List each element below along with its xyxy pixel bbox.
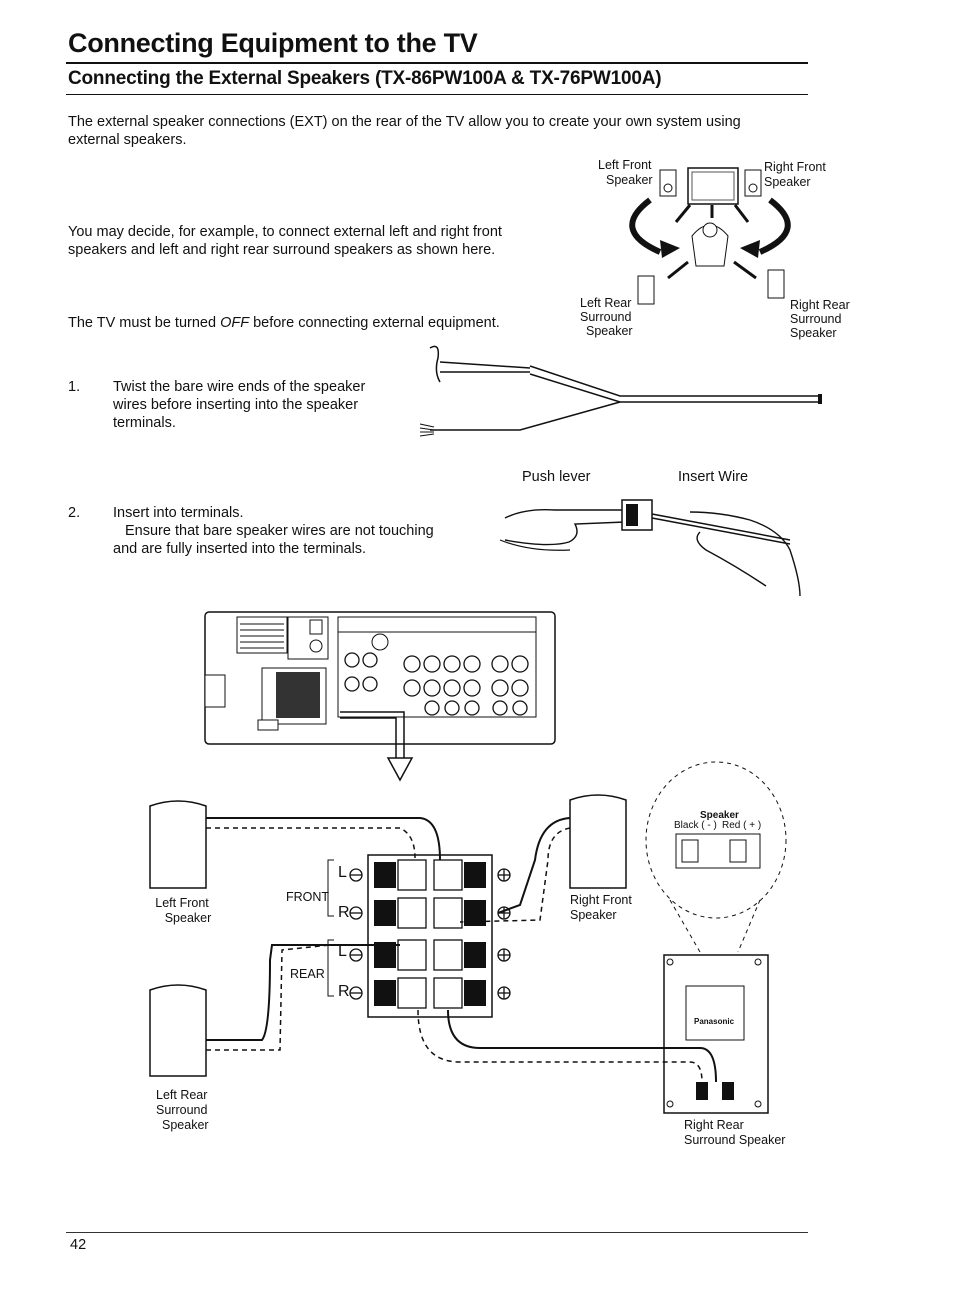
- wiring-right-rear-label: Right Rear Surround Speaker: [684, 1118, 786, 1147]
- push-lever-label: Push lever: [522, 469, 591, 485]
- intro-paragraph-1: The external speaker connections (EXT) o…: [68, 114, 741, 148]
- speaker-brand-logo: Panasonic: [694, 1017, 735, 1026]
- right-front-speaker-icon: [569, 794, 627, 889]
- intro-paragraph-3: The TV must be turned OFF before connect…: [68, 315, 500, 331]
- wiring-left-rear-label: Left Rear Surround Speaker: [156, 1088, 209, 1132]
- rear-r-label: R: [338, 983, 350, 1000]
- insert-wire-label: Insert Wire: [678, 469, 749, 485]
- left-front-speaker-icon: [149, 800, 207, 889]
- rear-l-label: L: [338, 943, 347, 960]
- section-subtitle: Connecting the External Speakers (TX-86P…: [68, 68, 662, 89]
- wiring-right-front-label: Right Front Speaker: [570, 893, 632, 922]
- label-left-rear: Left Rear Surround Speaker: [580, 296, 633, 338]
- label-left-front: Left Front Speaker: [598, 158, 653, 187]
- callout-black-minus: Black ( - ): [674, 820, 717, 831]
- front-label: FRONT: [286, 890, 330, 904]
- page-title: Connecting Equipment to the TV: [68, 28, 478, 58]
- page-number: 42: [70, 1237, 87, 1253]
- subtitle-rule: [66, 94, 808, 95]
- step-1-number: 1.: [68, 379, 81, 395]
- left-rear-speaker-icon: [149, 984, 207, 1077]
- step-2-number: 2.: [68, 505, 81, 521]
- label-right-rear: Right Rear Surround Speaker: [790, 298, 850, 340]
- wiring-left-front-label: Left Front Speaker: [155, 896, 212, 925]
- rear-label: REAR: [290, 967, 325, 981]
- front-r-label: R: [338, 904, 350, 921]
- callout-speaker-label: Speaker: [700, 810, 739, 821]
- title-rule: [66, 62, 808, 64]
- step-2-text: Insert into terminals. Ensure that bare …: [113, 505, 434, 557]
- front-l-label: L: [338, 864, 347, 881]
- label-right-front: Right Front Speaker: [764, 160, 826, 189]
- footer-rule: [66, 1232, 808, 1233]
- step-1-text: Twist the bare wire ends of the speaker …: [113, 379, 366, 431]
- callout-red-plus: Red ( + ): [722, 820, 762, 831]
- intro-paragraph-2: You may decide, for example, to connect …: [68, 224, 502, 258]
